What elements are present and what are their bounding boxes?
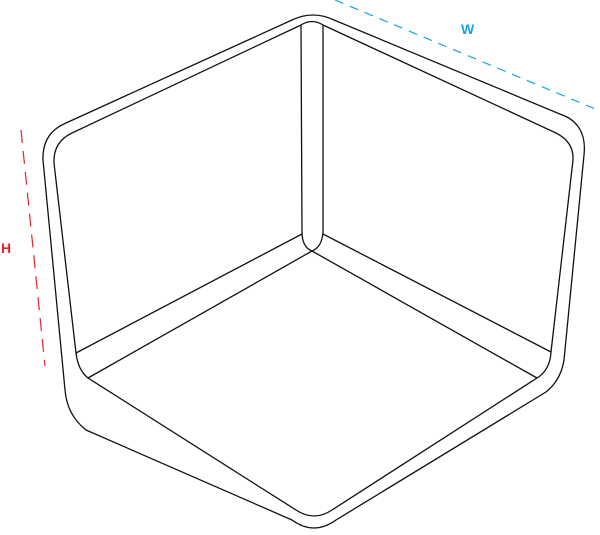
height-label: H (1, 240, 12, 256)
width-dimension-line (334, 0, 600, 112)
outer-outline (42, 14, 586, 529)
inner-corner-edge (300, 20, 324, 252)
right-floor-edge-lower (311, 250, 538, 379)
inner-outline (53, 24, 574, 517)
left-floor-edge-upper (75, 233, 303, 354)
height-dimension-line (20, 129, 46, 367)
left-floor-edge-lower (87, 250, 313, 379)
width-label: W (461, 21, 475, 37)
right-floor-edge-upper (322, 233, 552, 353)
